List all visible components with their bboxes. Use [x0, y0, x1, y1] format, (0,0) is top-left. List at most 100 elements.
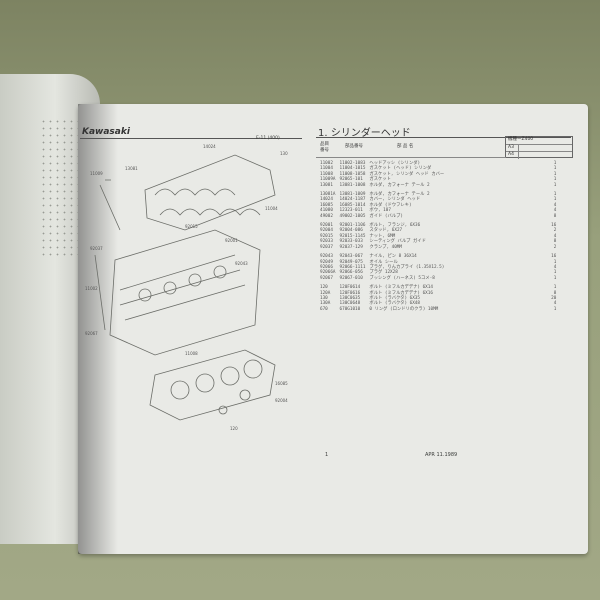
cell-ref: 92033	[320, 239, 333, 245]
cell-part-name: ガスケット	[369, 177, 391, 183]
cell-part-number: 120F0616	[339, 290, 361, 296]
cell-quantity: 1	[553, 192, 557, 198]
cell-part-name: シーティング バルブ ガイド	[369, 239, 426, 245]
header-rule	[80, 138, 302, 139]
cell-part-name: クランプ, 40MM	[369, 244, 402, 250]
cell-quantity: 1	[553, 259, 557, 265]
cell-ref: 92001	[320, 223, 333, 229]
cell-part-name: ボルト (ミフルカデデナ) 6X16	[369, 290, 433, 296]
model-code: E-11 (400)	[256, 136, 280, 141]
cell-part-name: プラグ 12X28	[369, 270, 398, 276]
diagram-label: 92037	[90, 246, 103, 251]
cell-part-number: 92065-101	[339, 177, 363, 183]
diagram-label: 11004	[265, 206, 278, 211]
cell-ref: 92004	[320, 228, 333, 234]
cell-part-name: ボウ, 107	[369, 208, 391, 214]
cell-quantity: 4	[553, 301, 557, 307]
cell-part-number: 16085-1014	[339, 202, 366, 208]
cell-part-name: スタッド, 6X27	[369, 228, 403, 234]
diagram-label: 16085	[275, 381, 288, 386]
cell-quantity: 4	[553, 208, 557, 214]
cell-part-name: ホルダ, カフォーナ テール 2	[369, 192, 430, 198]
cell-ref: 92043	[320, 254, 333, 260]
table-row: 92043 92043-067 ナイル, ピン 8 36X14 16	[318, 254, 558, 259]
cell-quantity: 1	[553, 171, 557, 177]
cell-part-name: ヘッドアッシ (シリンダ)	[369, 161, 421, 166]
cell-part-number: 130C0635	[339, 295, 361, 301]
cell-part-name: ブッシング (ハーネス) 5コメ-8	[369, 275, 435, 281]
cell-quantity: 8	[553, 290, 557, 296]
manual-page	[78, 104, 588, 554]
cell-ref: 120A	[320, 290, 331, 296]
cell-ref: 14024	[320, 197, 333, 203]
header-underline	[316, 157, 506, 158]
cell-quantity: 1	[553, 275, 557, 281]
table-row: 120A 120F0616 ボルト (ミフルカデデナ) 6X16 8	[318, 291, 558, 296]
model-row: A4	[508, 152, 519, 159]
cell-ref: 11004	[320, 166, 333, 172]
cell-ref: 13081A	[320, 192, 336, 198]
cell-ref: 120	[320, 285, 328, 291]
cell-quantity: 16	[551, 223, 557, 229]
cell-part-name: ボルト, フランジ, 6X36	[369, 223, 421, 229]
diagram-label: 92004	[275, 398, 288, 403]
title-rule	[316, 137, 571, 138]
cell-quantity: 1	[553, 182, 557, 188]
cylinder-head-cover	[144, 154, 276, 231]
diagram-label: 120	[230, 426, 238, 431]
cell-ref: 130	[320, 295, 328, 301]
cell-ref: 92066A	[320, 270, 336, 276]
cell-ref: 11008	[320, 171, 333, 177]
col-partno-header: 部品番号	[345, 144, 363, 149]
cell-part-name: ボルト (ミフルカデデナ) 6X14	[369, 285, 433, 291]
cell-part-number: 92033-033	[339, 239, 363, 245]
cell-part-name: ナイル, ピン 8 36X14	[369, 254, 417, 260]
diagram-label: 14024	[203, 144, 216, 149]
cell-part-number: 92043-067	[339, 254, 363, 260]
col-name-header: 部 品 名	[397, 144, 414, 149]
cell-ref: 13081	[320, 182, 333, 188]
cell-quantity: 16	[551, 254, 557, 260]
diagram-label: 92043	[235, 261, 248, 266]
cell-ref: 130A	[320, 301, 331, 307]
cell-part-name: カバー, シリンダ ヘッド	[369, 197, 421, 203]
cell-part-number: 11002-1083	[339, 161, 366, 166]
cell-part-number: 13081-1008	[339, 182, 366, 188]
page-number: 1	[325, 452, 329, 458]
cell-part-number: 14024-1187	[339, 197, 366, 203]
cell-ref: 92067	[320, 275, 333, 281]
cell-quantity: 4	[553, 233, 557, 239]
cylinder-head	[109, 229, 261, 356]
cell-quantity: 8	[553, 213, 557, 219]
cell-ref: 92015	[320, 233, 333, 239]
cell-part-number: 92004-086	[339, 228, 363, 234]
diagram-label: 92001	[225, 238, 238, 243]
head-gasket	[149, 349, 276, 421]
diagram-label: 92067	[85, 331, 98, 336]
cell-part-name: ホルダ (ドウフレキ)	[369, 202, 412, 208]
cell-ref: 49002	[320, 213, 333, 219]
cell-part-number: 92066-056	[339, 270, 363, 276]
cell-ref: 92066	[320, 264, 333, 270]
cell-part-number: 670G1010	[339, 306, 361, 312]
cell-part-number: 92001-1106	[339, 223, 366, 229]
cell-ref: 92049	[320, 259, 333, 265]
section-title: 1. シリンダーヘッド	[318, 128, 411, 139]
diagram-label: 130	[280, 151, 288, 156]
